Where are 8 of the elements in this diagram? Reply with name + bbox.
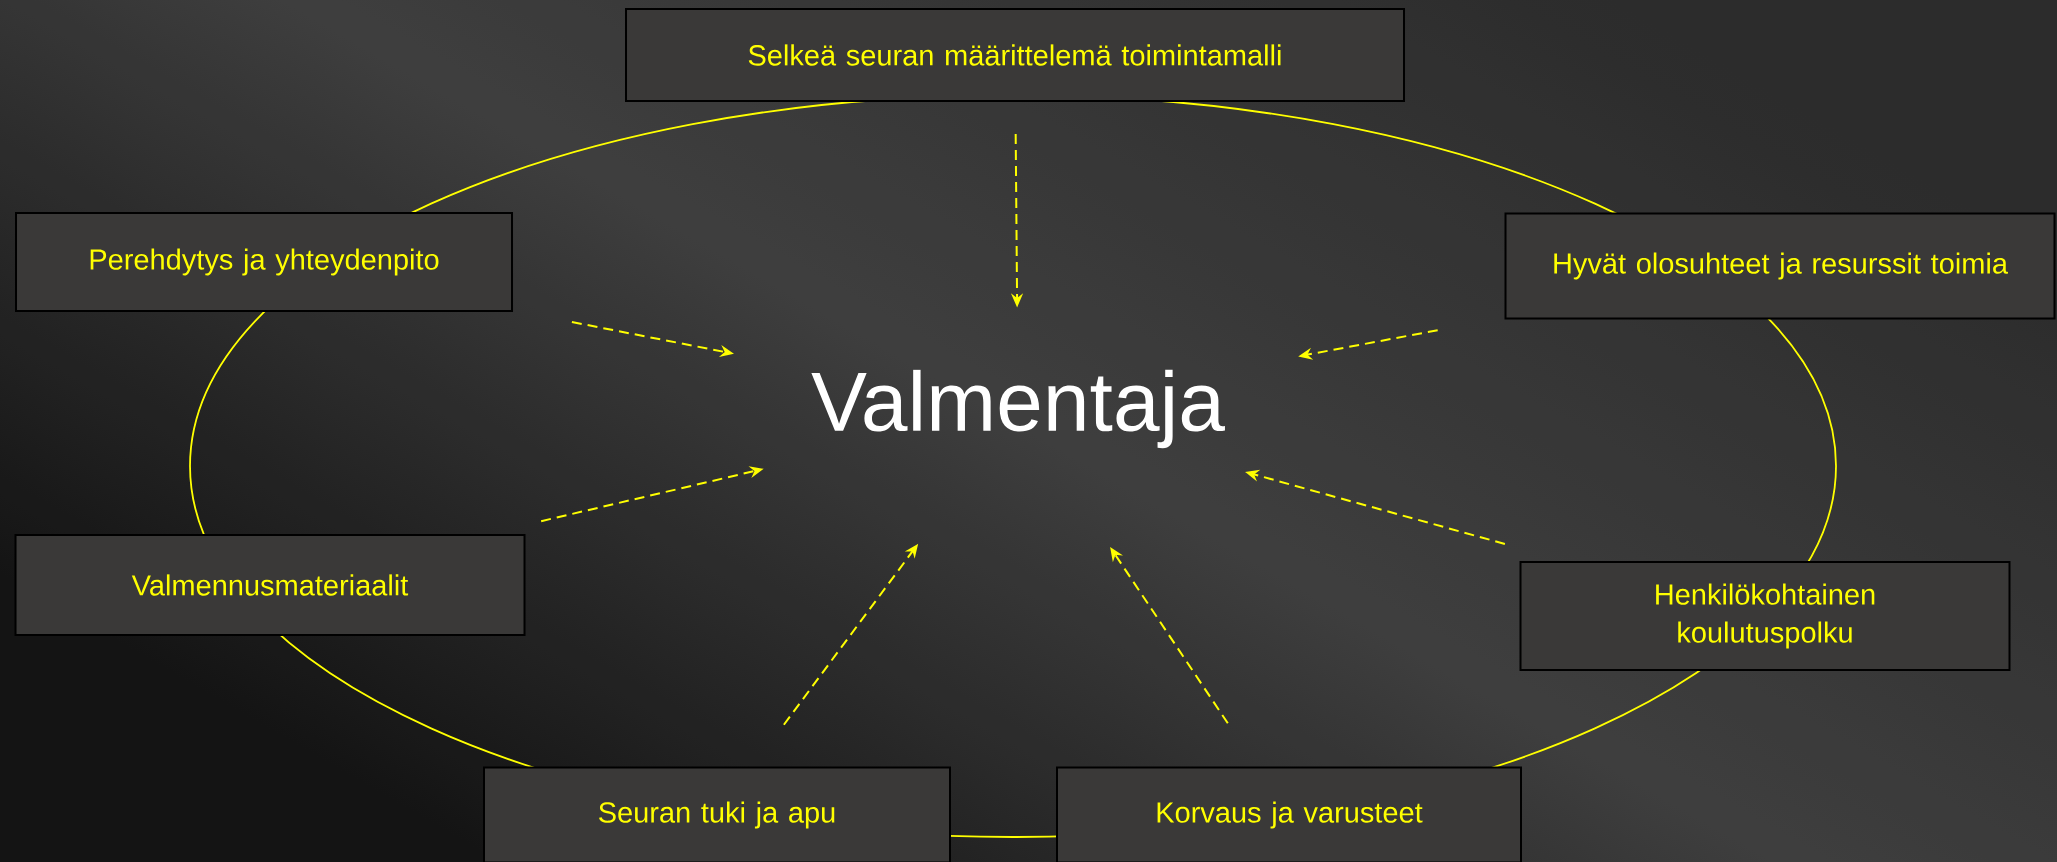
text-box: Korvaus ja varusteet — [1056, 766, 1522, 862]
text-box: Perehdytys ja yhteydenpito — [15, 212, 513, 312]
text-box: Valmennusmateriaalit — [14, 534, 526, 636]
text-box: Henkilökohtainen koulutuspolku — [1519, 561, 2011, 671]
text-box: Seuran tuki ja apu — [483, 766, 951, 862]
center-title: Valmentaja — [811, 369, 1225, 449]
text-box: Hyvät olosuhteet ja resurssit toimia — [1504, 212, 2056, 320]
text-box: Selkeä seuran määrittelemä toimintamalli — [625, 8, 1405, 102]
